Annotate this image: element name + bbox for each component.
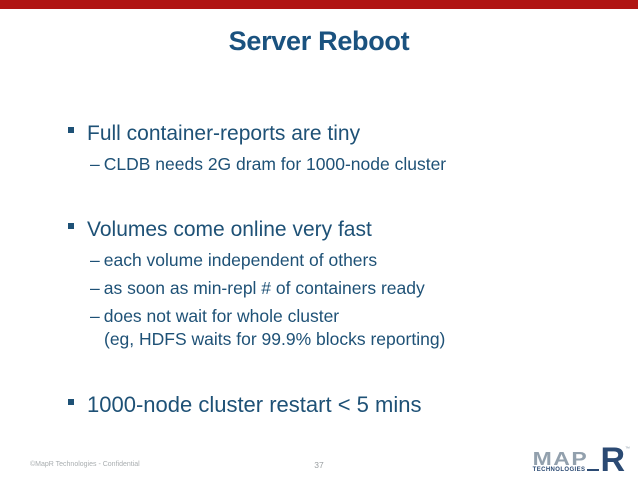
- sub-bullet-item: –as soon as min-repl # of containers rea…: [90, 278, 425, 298]
- sub-bullet-label: does not wait for whole cluster: [103, 306, 340, 326]
- sub-bullet-item: –CLDB needs 2G dram for 1000-node cluste…: [90, 154, 446, 174]
- sub-bullet-label: as soon as min-repl # of containers read…: [103, 278, 425, 298]
- bullet-label: Volumes come online very fast: [87, 218, 372, 241]
- mapr-logo: MAP TECHNOLOGIES R ™: [533, 441, 630, 479]
- bullet-square-icon: [68, 399, 74, 405]
- bullet-item: 1000-node cluster restart < 5 mins: [68, 392, 421, 417]
- logo-map-text: MAP: [532, 447, 589, 470]
- sub-bullet-item: –each volume independent of others: [90, 250, 377, 270]
- sub-bullet-label: each volume independent of others: [103, 250, 378, 270]
- trademark-symbol: ™: [625, 446, 630, 452]
- bullet-label: 1000-node cluster restart < 5 mins: [87, 392, 422, 417]
- bullet-label: Full container-reports are tiny: [87, 122, 361, 145]
- bullet-square-icon: [68, 127, 74, 133]
- bullet-item: Full container-reports are tiny: [68, 122, 360, 146]
- top-accent-bar: [0, 0, 638, 9]
- bullet-item: Volumes come online very fast: [68, 218, 372, 242]
- dash-marker: –: [90, 278, 100, 298]
- logo-underline: [587, 469, 600, 471]
- logo-left-block: MAP TECHNOLOGIES: [533, 449, 600, 473]
- page-number: 37: [314, 460, 324, 470]
- sub-bullet-item: –does not wait for whole cluster: [90, 306, 339, 326]
- dash-marker: –: [90, 306, 100, 326]
- bullet-square-icon: [68, 223, 74, 229]
- logo-technologies-text: TECHNOLOGIES: [532, 467, 586, 473]
- logo-technologies-row: TECHNOLOGIES: [533, 467, 600, 473]
- slide-title: Server Reboot: [228, 26, 410, 56]
- sub-bullet-continuation: (eg, HDFS waits for 99.9% blocks reporti…: [104, 329, 446, 349]
- dash-marker: –: [90, 250, 100, 270]
- footer-copyright: ©MapR Technologies - Confidential: [30, 461, 140, 468]
- sub-bullet-label: CLDB needs 2G dram for 1000-node cluster: [103, 154, 447, 174]
- logo-r-text: R: [600, 441, 625, 479]
- dash-marker: –: [90, 154, 100, 174]
